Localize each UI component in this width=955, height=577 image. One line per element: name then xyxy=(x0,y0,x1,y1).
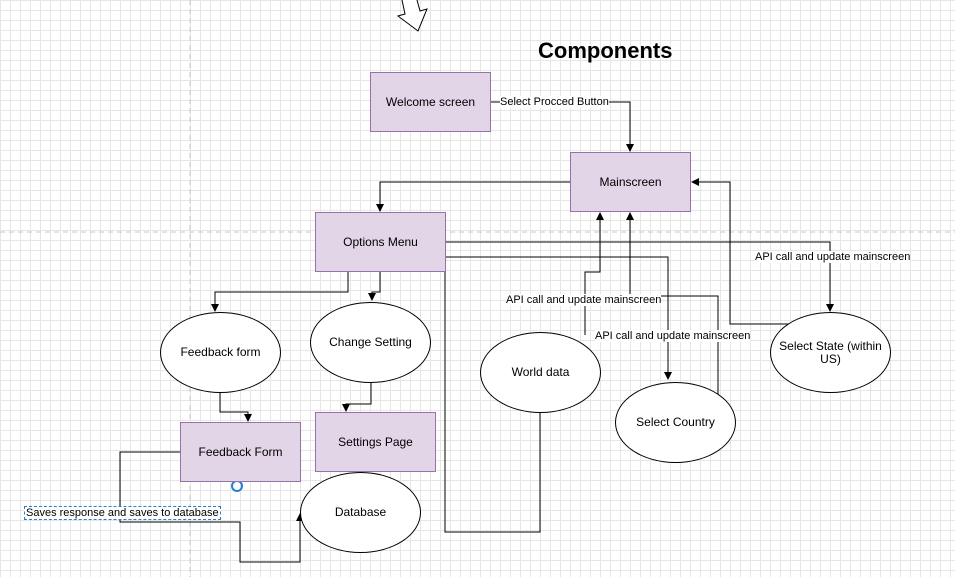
edge-label-api-country: API call and update mainscreen xyxy=(595,330,751,342)
diagram-title: Components xyxy=(538,38,673,63)
edge-mainscreen-to-options xyxy=(376,181,570,212)
node-feedback-form-box[interactable]: Feedback Form xyxy=(180,422,301,482)
node-mainscreen[interactable]: Mainscreen xyxy=(570,152,691,212)
edge-options-to-feedback xyxy=(211,272,349,312)
rotate-handle-icon xyxy=(231,480,243,492)
node-feedback-form-circle[interactable]: Feedback form xyxy=(160,312,281,393)
edge-world-to-mainscreen xyxy=(584,212,604,335)
node-options-menu[interactable]: Options Menu xyxy=(315,212,446,272)
edge-label-saves-selected[interactable]: Saves response and saves to database xyxy=(24,506,221,520)
edge-options-to-world xyxy=(444,262,541,533)
edge-options-to-state xyxy=(445,241,834,312)
node-select-country[interactable]: Select Country xyxy=(615,382,736,463)
node-database[interactable]: Database xyxy=(300,472,421,553)
node-select-state[interactable]: Select State (within US) xyxy=(770,312,891,393)
edge-label-api-state: API call and update mainscreen xyxy=(755,251,911,263)
edge-label-api-world: API call and update mainscreen xyxy=(506,294,662,306)
node-world-data[interactable]: World data xyxy=(480,332,601,413)
edge-form-to-database xyxy=(119,451,304,563)
edge-state-to-mainscreen xyxy=(691,178,800,325)
hollow-arrow-icon xyxy=(396,0,428,32)
edge-options-to-setting xyxy=(368,272,381,301)
node-settings-page[interactable]: Settings Page xyxy=(315,412,436,472)
edge-label-proceed: Select Procced Button xyxy=(500,96,609,108)
edge-feedback-to-form xyxy=(219,392,252,422)
node-welcome-screen[interactable]: Welcome screen xyxy=(370,72,491,132)
edge-welcome-to-mainscreen xyxy=(490,101,634,152)
edge-setting-to-page xyxy=(342,382,372,412)
node-change-setting[interactable]: Change Setting xyxy=(310,302,431,383)
edge-country-to-mainscreen xyxy=(626,212,719,394)
